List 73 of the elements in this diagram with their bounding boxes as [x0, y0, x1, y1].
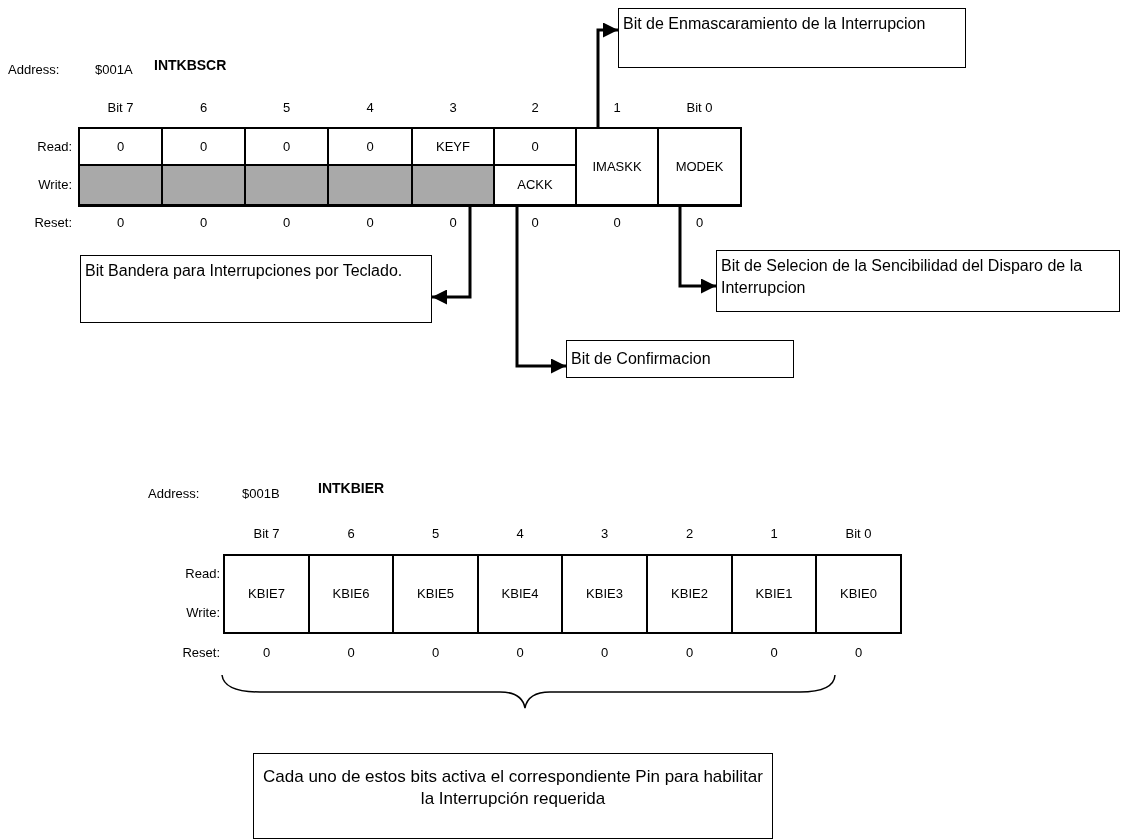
field-label: 0	[612, 214, 622, 232]
field-label: 0	[261, 644, 272, 662]
field-label: 0	[281, 214, 292, 232]
field-label: Write:	[185, 604, 220, 622]
register-cell: 0	[328, 128, 412, 165]
shaded-cell	[328, 165, 412, 205]
register-cell: 0	[245, 128, 328, 165]
register-cell: 0	[494, 128, 576, 165]
field-label: Bit 7	[252, 525, 281, 543]
field-label: 5	[430, 525, 441, 543]
field-label: Bit 0	[844, 525, 873, 543]
field-label: 0	[769, 644, 779, 662]
register-cell: KBIE2	[647, 555, 732, 633]
field-label: Read:	[36, 138, 72, 156]
shaded-cell	[162, 165, 245, 205]
callout-box: Bit de Selecion de la Sencibilidad del Disparo de la Interrupcion	[716, 250, 1120, 312]
register-cell: KBIE5	[393, 555, 478, 633]
field-label: Address:	[148, 485, 201, 503]
field-label: 3	[448, 99, 458, 117]
field-label: $001A	[95, 61, 134, 79]
register-cell: ACKK	[494, 165, 576, 205]
field-label: 0	[448, 214, 458, 232]
callout-box: Bit Bandera para Interrupciones por Teclado.	[80, 255, 432, 323]
arrow	[432, 205, 472, 305]
field-label: 4	[365, 99, 375, 117]
field-label: 0	[198, 214, 209, 232]
register-name: INTKBIER	[318, 479, 386, 498]
shaded-cell	[412, 165, 494, 205]
register-cell: KBIE6	[309, 555, 393, 633]
register-cell: KBIE3	[562, 555, 647, 633]
register-cell: 0	[79, 128, 162, 165]
register-cell: MODEK	[658, 128, 741, 205]
field-label: 0	[684, 644, 695, 662]
field-label: 1	[769, 525, 779, 543]
field-label: 6	[198, 99, 209, 117]
callout-box: Bit de Confirmacion	[566, 340, 794, 378]
arrow	[678, 205, 716, 294]
register-name: INTKBSCR	[154, 56, 228, 75]
field-label: $001B	[242, 485, 281, 503]
field-label: Bit 7	[106, 99, 135, 117]
field-label: Address:	[8, 61, 61, 79]
field-label: 2	[530, 99, 540, 117]
field-label: 0	[365, 214, 375, 232]
field-label: Reset:	[181, 644, 220, 662]
field-label: 0	[599, 644, 610, 662]
field-label: 0	[346, 644, 356, 662]
field-label: Reset:	[33, 214, 72, 232]
field-label: 0	[853, 644, 864, 662]
register-cell: KBIE4	[478, 555, 562, 633]
field-label: 2	[684, 525, 695, 543]
field-label: Read:	[184, 565, 220, 583]
register-cell: KEYF	[412, 128, 494, 165]
shaded-cell	[79, 165, 162, 205]
field-label: 6	[346, 525, 356, 543]
field-label: Bit 0	[685, 99, 714, 117]
field-label: 0	[115, 214, 126, 232]
register-cell: IMASKK	[576, 128, 658, 205]
field-label: 1	[612, 99, 622, 117]
field-label: 0	[515, 644, 525, 662]
field-label: 5	[281, 99, 292, 117]
field-label: Write:	[37, 176, 72, 194]
shaded-cell	[245, 165, 328, 205]
field-label: 0	[694, 214, 705, 232]
callout-box: Bit de Enmascaramiento de la Interrupcion	[618, 8, 966, 68]
callout-box: Cada uno de estos bits activa el correspondiente Pin para habilitar la Interrupción requerida	[253, 753, 773, 839]
register-cell: 0	[162, 128, 245, 165]
field-label: 0	[530, 214, 540, 232]
field-label: 4	[515, 525, 525, 543]
arrow	[515, 205, 566, 374]
field-label: 3	[599, 525, 610, 543]
register-cell: KBIE1	[732, 555, 816, 633]
field-label: 0	[430, 644, 441, 662]
arrow	[596, 22, 618, 128]
